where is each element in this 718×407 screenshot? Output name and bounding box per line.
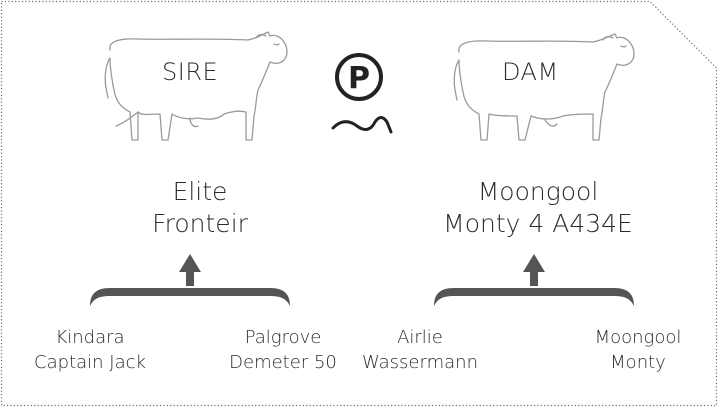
sire-parent-1: Kindara Captain Jack [20,325,160,375]
sire-parent-2-line1: Palgrove [244,327,322,348]
polled-letter: P [348,61,370,96]
sire-cow-icon [104,31,288,141]
dam-name-line1: Moongool [477,177,599,206]
sire-parent-1-line1: Kindara [55,327,125,348]
sire-parent-2: Palgrove Demeter 50 [218,325,348,375]
dam-parent-2-line1: Moongool [594,327,682,348]
dam-parent-1: Airlie Wassermann [360,325,480,375]
sire-name-line2: Fronteir [152,209,248,238]
sire-name-line1: Elite [172,177,228,206]
sire-parent-1-line2: Captain Jack [34,352,146,373]
dam-name-line2: Monty 4 A434E [443,209,633,238]
dam-cow-icon [453,33,635,141]
polled-symbol-icon: P [331,53,393,134]
sire-parent-2-line2: Demeter 50 [229,352,337,373]
dam-name: Moongool Monty 4 A434E [418,176,658,240]
dam-parent-2: Moongool Monty [578,325,698,375]
dam-parent-2-line2: Monty [610,352,666,373]
dam-label: DAM [502,58,559,86]
sire-label: SIRE [162,58,219,86]
sire-name: Elite Fronteir [110,176,290,240]
dam-parent-1-line2: Wassermann [362,352,478,373]
sire-bracket-arrow [90,254,290,306]
dam-bracket-arrow [434,254,634,306]
dam-parent-1-line1: Airlie [397,327,443,348]
